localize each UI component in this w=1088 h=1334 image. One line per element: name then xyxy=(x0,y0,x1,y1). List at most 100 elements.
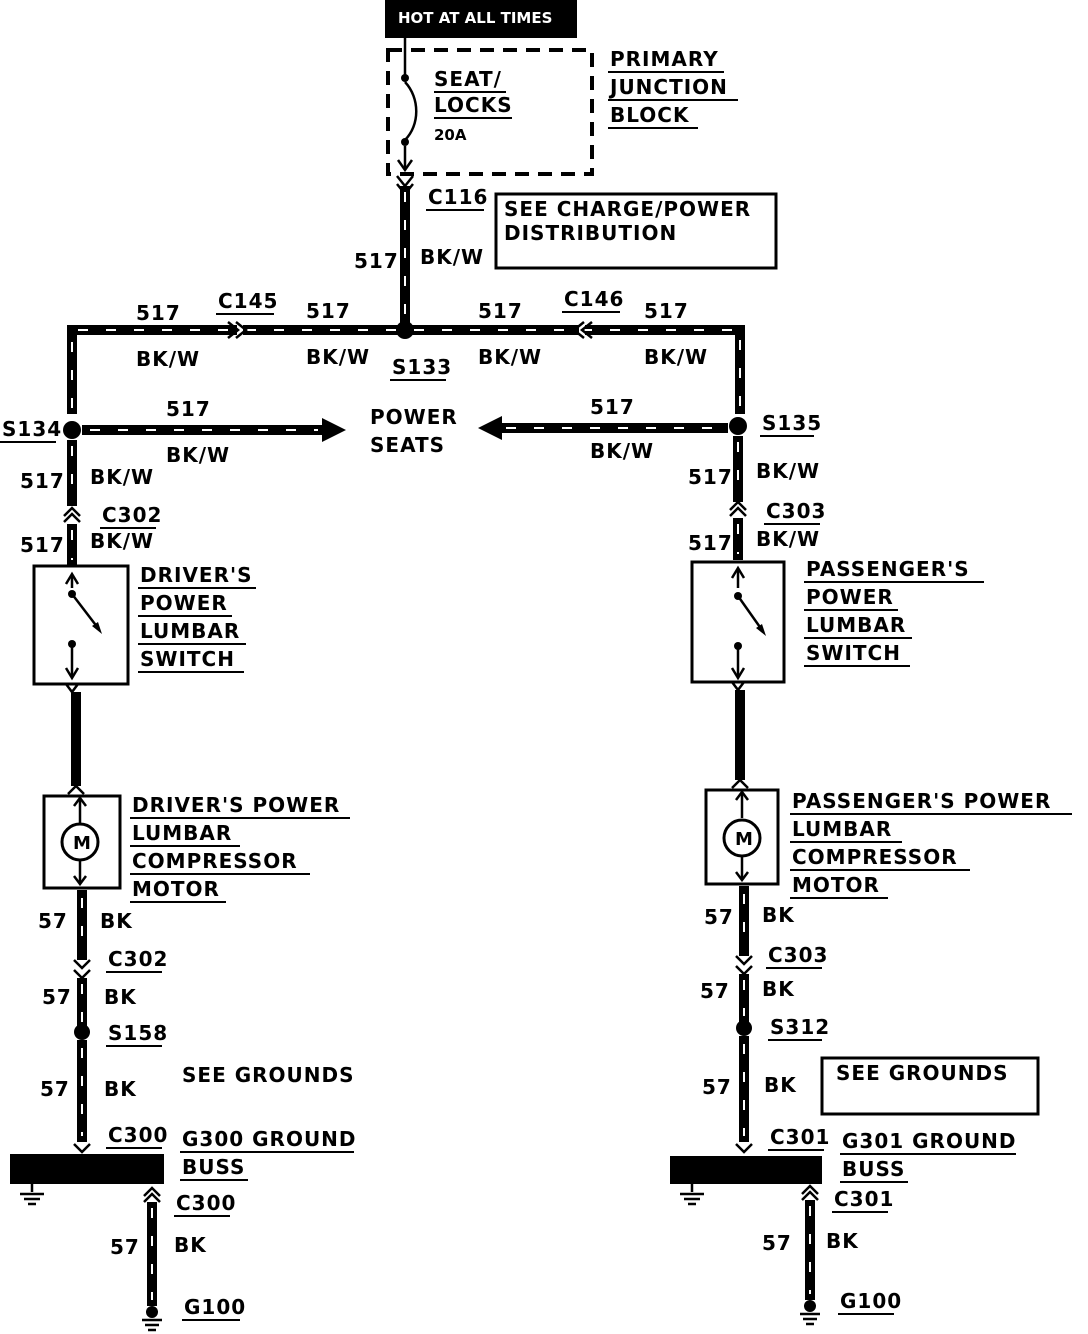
ground-icon-g301-buss xyxy=(680,1184,704,1206)
connector-icon-c146 xyxy=(571,321,593,339)
wire-circuit-517-j: 517 xyxy=(688,531,733,555)
fuse-rating: 20A xyxy=(434,126,467,144)
splice-s312-label: S312 xyxy=(770,1015,830,1039)
wire-color-bkw-a: BK/W xyxy=(136,347,200,371)
fuse-icon xyxy=(396,38,418,173)
see-charge-box xyxy=(494,192,778,270)
ground-icon-g100-right xyxy=(800,1300,820,1326)
junction-block-line1: PRIMARY xyxy=(610,47,719,71)
wire-color-bkw-d: BK/W xyxy=(644,345,708,369)
passenger-motor-line4: MOTOR xyxy=(792,873,880,897)
wire-circuit-517-i: 517 xyxy=(688,465,733,489)
driver-lumbar-motor-box xyxy=(42,794,122,890)
hot-at-all-times-label: HOT AT ALL TIMES xyxy=(398,9,552,27)
connector-c302-upper-label: C302 xyxy=(102,503,162,527)
connector-c303-upper-label: C303 xyxy=(766,499,826,523)
wire-color-bk-g: BK xyxy=(764,1073,797,1097)
wire-color-bkw-f: BK/W xyxy=(590,439,654,463)
wire-color-bk-h: BK xyxy=(826,1229,859,1253)
passenger-switch-line3: LUMBAR xyxy=(806,613,906,637)
wire-circuit-57-e: 57 xyxy=(704,905,734,929)
splice-s158 xyxy=(74,1024,90,1040)
switch-icon-driver xyxy=(64,571,102,681)
wire-color-bkw-b: BK/W xyxy=(306,345,370,369)
splice-s133-label: S133 xyxy=(392,355,452,379)
passenger-switch-line2: POWER xyxy=(806,585,894,609)
passenger-motor-line2: LUMBAR xyxy=(792,817,892,841)
power-seats-line1: POWER xyxy=(370,405,458,429)
motor-icon-driver: M xyxy=(60,795,100,887)
wire-color-bkw-h: BK/W xyxy=(90,529,154,553)
connector-c146-label: C146 xyxy=(564,287,624,311)
connector-c300-upper-label: C300 xyxy=(108,1123,168,1147)
fuse-name-line1: SEAT/ xyxy=(434,67,502,91)
wire-color-bk-b: BK xyxy=(104,985,137,1009)
wire-circuit-517-d: 517 xyxy=(644,299,689,323)
splice-s133 xyxy=(396,321,414,339)
wire-circuit-517-c: 517 xyxy=(478,299,523,323)
wire-circuit-517-e: 517 xyxy=(166,397,211,421)
arrow-to-power-seats-left xyxy=(322,418,346,442)
see-grounds-left: SEE GROUNDS xyxy=(182,1063,355,1087)
see-charge-line1: SEE CHARGE/POWER xyxy=(504,197,751,221)
passenger-lumbar-switch-box xyxy=(690,560,786,684)
passenger-motor-symbol: M xyxy=(735,829,753,850)
hot-at-all-times-banner xyxy=(385,0,577,38)
passenger-switch-line4: SWITCH xyxy=(806,641,901,665)
wire-circuit-517-b: 517 xyxy=(306,299,351,323)
wire-color-bk-f: BK xyxy=(762,977,795,1001)
power-seats-line2: SEATS xyxy=(370,433,445,457)
arrow-to-power-seats-right xyxy=(478,416,502,440)
driver-motor-symbol: M xyxy=(73,833,91,854)
connector-icon-c145 xyxy=(227,321,249,339)
wire-circuit-517-g: 517 xyxy=(20,469,65,493)
wire-circuit-57-f: 57 xyxy=(700,979,730,1003)
passenger-motor-line3: COMPRESSOR xyxy=(792,845,958,869)
wire-color-bkw-main: BK/W xyxy=(420,245,484,269)
connector-c300-lower-label: C300 xyxy=(176,1191,236,1215)
wire-color-bkw-c: BK/W xyxy=(478,345,542,369)
passenger-motor-line1: PASSENGER'S POWER xyxy=(792,789,1051,813)
connector-c302-lower-label: C302 xyxy=(108,947,168,971)
wire-circuit-57-h: 57 xyxy=(762,1231,792,1255)
wire-color-bk-d: BK xyxy=(174,1233,207,1257)
wire-color-bkw-g: BK/W xyxy=(90,465,154,489)
driver-switch-line1: DRIVER'S xyxy=(140,563,253,587)
see-grounds-right: SEE GROUNDS xyxy=(836,1061,1009,1085)
wire-circuit-57-d: 57 xyxy=(110,1235,140,1259)
ground-g100-left-label: G100 xyxy=(184,1295,246,1319)
driver-motor-line1: DRIVER'S POWER xyxy=(132,793,340,817)
g300-buss-line1: G300 GROUND xyxy=(182,1127,357,1151)
wire-color-bkw-j: BK/W xyxy=(756,527,820,551)
connector-c145-label: C145 xyxy=(218,289,278,313)
driver-switch-line3: LUMBAR xyxy=(140,619,240,643)
splice-s312 xyxy=(736,1020,752,1036)
splice-s134 xyxy=(63,421,81,439)
connector-icon-c303-upper xyxy=(729,500,747,517)
ground-g100-right-label: G100 xyxy=(840,1289,902,1313)
driver-motor-line3: COMPRESSOR xyxy=(132,849,298,873)
driver-motor-line4: MOTOR xyxy=(132,877,220,901)
wire-circuit-517-h: 517 xyxy=(20,533,65,557)
splice-s134-label: S134 xyxy=(2,417,62,441)
driver-switch-line4: SWITCH xyxy=(140,647,235,671)
wire-color-bk-c: BK xyxy=(104,1077,137,1101)
wire-circuit-57-g: 57 xyxy=(702,1075,732,1099)
switch-icon-passenger xyxy=(730,565,766,681)
ground-icon-g300-buss xyxy=(20,1184,44,1206)
g301-buss-line1: G301 GROUND xyxy=(842,1129,1017,1153)
driver-switch-line2: POWER xyxy=(140,591,228,615)
wire-circuit-57-c: 57 xyxy=(40,1077,70,1101)
see-charge-line2: DISTRIBUTION xyxy=(504,221,677,245)
ground-icon-g100-left xyxy=(142,1306,162,1332)
splice-s158-label: S158 xyxy=(108,1021,168,1045)
connector-c303-lower-label: C303 xyxy=(768,943,828,967)
motor-icon-passenger: M xyxy=(722,789,762,883)
g301-ground-buss-bar xyxy=(670,1156,822,1184)
wire-circuit-517-f: 517 xyxy=(590,395,635,419)
wire-color-bk-e: BK xyxy=(762,903,795,927)
connector-c116-label: C116 xyxy=(428,185,488,209)
driver-motor-line2: LUMBAR xyxy=(132,821,232,845)
wire-circuit-57-a: 57 xyxy=(38,909,68,933)
wire-color-bkw-e: BK/W xyxy=(166,443,230,467)
